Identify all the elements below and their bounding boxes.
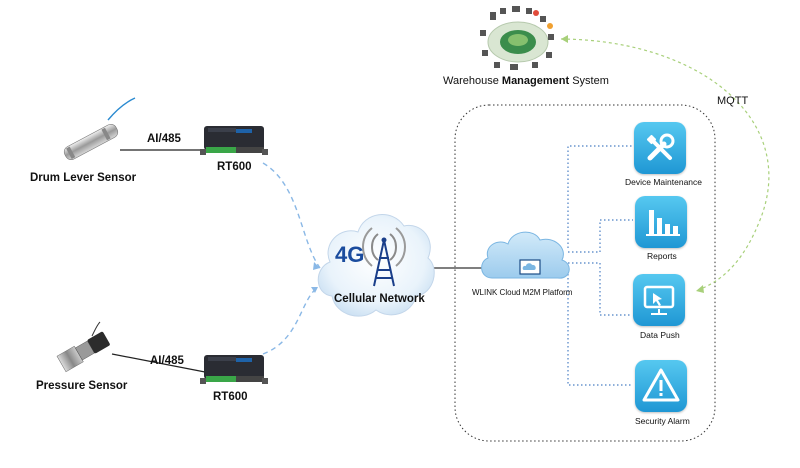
- pressure-sensor-to-router-line: [111, 353, 206, 373]
- warehouse-system-image: [480, 6, 554, 70]
- drum-lever-sensor-label: Drum Lever Sensor: [30, 172, 137, 184]
- pressure-sensor-label: Pressure Sensor: [36, 380, 128, 392]
- drum-lever-sensor-image: [63, 124, 119, 160]
- security-alarm-tile[interactable]: [635, 360, 687, 412]
- router-top-label: RT600: [217, 161, 252, 173]
- m2m-platform-cloud: [481, 231, 570, 279]
- bar-chart-icon: [646, 210, 680, 236]
- router-top-image: [200, 126, 268, 155]
- m2m-platform-label: WLINK Cloud M2M Platform: [472, 288, 573, 297]
- router-bottom-image: [200, 355, 268, 384]
- mqtt-label: MQTT: [717, 95, 749, 107]
- reports-label: Reports: [647, 251, 677, 261]
- link-label-bottom: AI/485: [150, 355, 184, 367]
- link-label-top: AI/485: [147, 133, 181, 145]
- router-bottom-to-network-link: [262, 286, 319, 355]
- security-alarm-label: Security Alarm: [635, 416, 690, 426]
- mqtt-arrow: [560, 38, 770, 291]
- service-connectors: [567, 145, 633, 386]
- warehouse-system-label: Warehouse Management System: [443, 75, 609, 87]
- device-maintenance-tile[interactable]: [634, 122, 686, 174]
- data-push-label: Data Push: [640, 330, 680, 340]
- network-badge: 4G: [335, 242, 365, 267]
- monitor-cursor-icon: [643, 285, 675, 315]
- reports-tile[interactable]: [635, 196, 687, 248]
- cellular-network-cloud: [317, 214, 435, 317]
- data-push-tile[interactable]: [633, 274, 685, 326]
- cellular-network-label: Cellular Network: [334, 293, 425, 305]
- pressure-sensor-image: [56, 331, 110, 373]
- warning-icon: [642, 368, 680, 402]
- router-bottom-label: RT600: [213, 391, 248, 403]
- tools-icon: [646, 133, 675, 161]
- platform-boundary: [454, 104, 716, 442]
- router-top-to-network-link: [262, 162, 321, 269]
- drum-sensor-cable: [107, 97, 136, 121]
- device-maintenance-label: Device Maintenance: [625, 177, 703, 187]
